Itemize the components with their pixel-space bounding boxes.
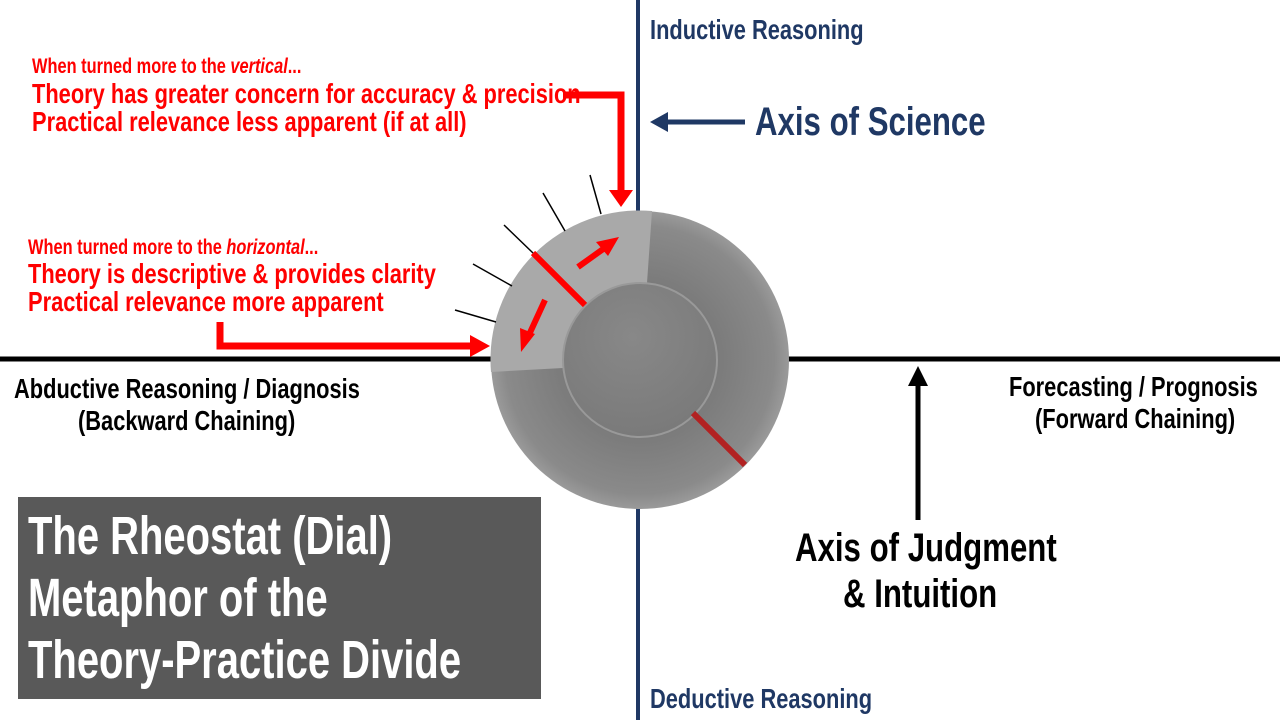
label-inductive-reasoning: Inductive Reasoning (650, 14, 864, 45)
horizontal-note-line2: Practical relevance more apparent (28, 286, 384, 317)
vertical-note-line1: Theory has greater concern for accuracy … (32, 78, 581, 109)
title-line-1: The Rheostat (Dial) (28, 506, 393, 566)
vertical-note-arrow (563, 91, 633, 207)
dial-indicator-dark-red (690, 410, 748, 468)
dial-tick-marks (454, 174, 602, 323)
title-line-3: Theory-Practice Divide (28, 630, 462, 690)
label-abductive-reasoning: Abductive Reasoning / Diagnosis (14, 373, 360, 404)
dial-indicator-red (530, 250, 588, 308)
title-line-2: Metaphor of the (28, 568, 328, 628)
dial-knob (562, 282, 718, 438)
horizontal-note-emphasis: horizontal (226, 236, 305, 259)
label-and-intuition: & Intuition (843, 572, 998, 616)
horizontal-note-line1: Theory is descriptive & provides clarity (28, 258, 436, 289)
label-axis-of-science: Axis of Science (755, 100, 986, 144)
rotate-arrow-down-icon (520, 298, 548, 352)
horizontal-note-intro: When turned more to the horizontal... (28, 236, 318, 260)
title-box: The Rheostat (Dial) Metaphor of the Theo… (18, 497, 541, 699)
slide-title: The Rheostat (Dial) Metaphor of the Theo… (28, 505, 461, 691)
label-backward-chaining: (Backward Chaining) (78, 405, 296, 436)
rotate-arrow-up-icon (576, 237, 619, 270)
label-forecasting-prognosis: Forecasting / Prognosis (1009, 371, 1258, 402)
horizontal-note-ellipsis: ... (304, 236, 319, 259)
horizontal-note-intro-text: When turned more to the (28, 236, 227, 259)
axis-judgment-arrow (908, 366, 928, 520)
vertical-note-emphasis: vertical (230, 55, 288, 78)
horizontal-note-arrow (216, 322, 490, 357)
vertical-note-intro: When turned more to the vertical... (32, 55, 301, 79)
label-deductive-reasoning: Deductive Reasoning (650, 683, 873, 714)
vertical-note-intro-text: When turned more to the (32, 55, 231, 78)
dial (454, 174, 789, 509)
vertical-note-ellipsis: ... (287, 55, 302, 78)
label-axis-of-judgment: Axis of Judgment (795, 526, 1057, 570)
axis-science-arrow (650, 112, 745, 132)
label-forward-chaining: (Forward Chaining) (1035, 403, 1236, 434)
vertical-note-line2: Practical relevance less apparent (if at… (32, 106, 467, 137)
